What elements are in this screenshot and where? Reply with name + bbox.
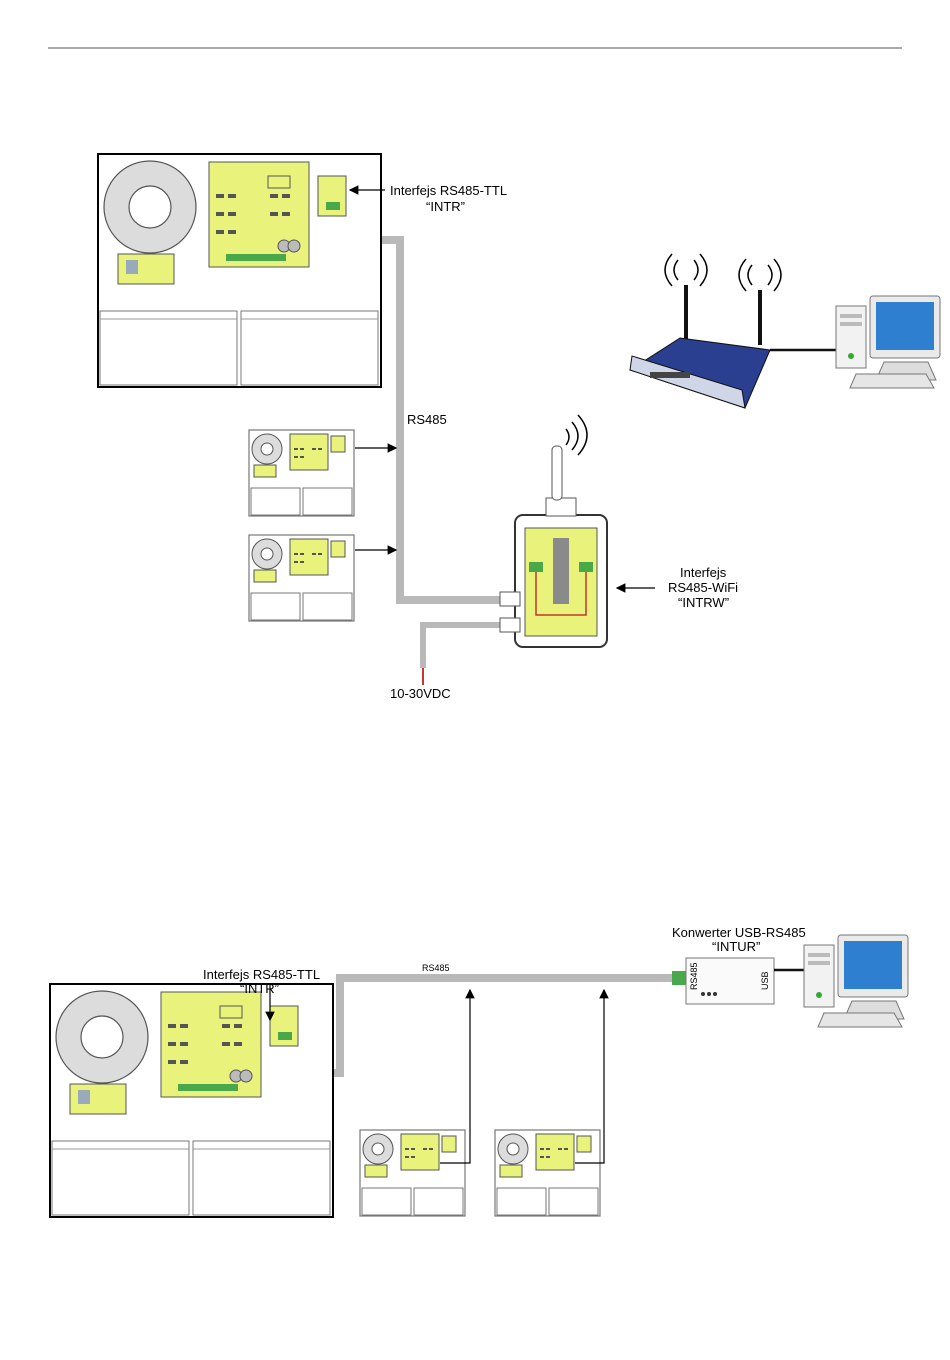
psu-main-enclosure-2: [50, 984, 333, 1217]
label-intr-2a: Interfejs RS485-TTL: [203, 967, 320, 982]
psu-small-enclosure-4: [495, 1130, 600, 1216]
computer-icon-1: [836, 296, 940, 388]
router-icon: [630, 254, 781, 408]
label-intr-1a: Interfejs RS485-TTL: [390, 183, 507, 198]
intrw-module: [500, 446, 607, 647]
label-intrw-3: “INTRW”: [678, 595, 729, 610]
converter-port-right: USB: [760, 971, 770, 990]
psu-main-enclosure: [98, 154, 381, 387]
computer-icon-2: [804, 935, 908, 1027]
label-intur-1: Konwerter USB-RS485: [672, 925, 806, 940]
antenna-icon: [566, 415, 587, 455]
label-intr-2b: “INTR”: [240, 981, 279, 996]
label-intrw-2: RS485-WiFi: [668, 580, 738, 595]
label-rs485-1: RS485: [407, 412, 447, 427]
power-cable: [423, 625, 510, 668]
label-intr-1b: “INTR”: [426, 199, 465, 214]
label-rs485-2: RS485: [422, 963, 450, 973]
diagram-usb: RS485 USB Interfejs RS485-TTL “INTR” RS4…: [50, 925, 908, 1217]
psu-small-enclosure-1: [249, 430, 354, 516]
label-power: 10-30VDC: [390, 686, 451, 701]
diagram-wifi: Interfejs RS485-TTL “INTR” RS485 Interfe…: [98, 154, 940, 701]
label-intrw-1: Interfejs: [680, 565, 727, 580]
label-intur-2: “INTUR”: [712, 939, 760, 954]
converter-port-left: RS485: [689, 962, 699, 990]
intur-converter: RS485 USB: [672, 958, 774, 1004]
psu-small-enclosure-3: [360, 1130, 465, 1216]
psu-small-enclosure-2: [249, 535, 354, 621]
